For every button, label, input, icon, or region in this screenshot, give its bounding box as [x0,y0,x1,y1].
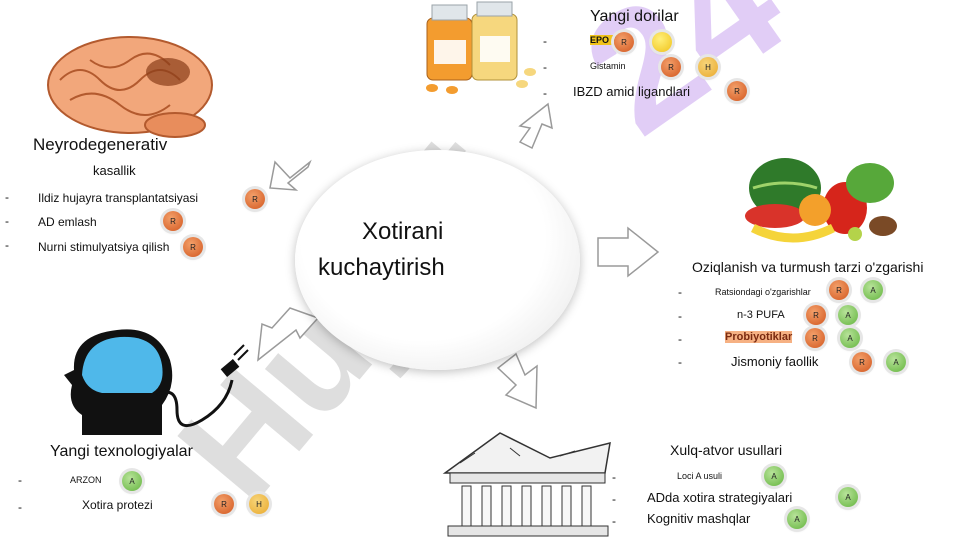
behavior-title: Xulq-atvor usullari [670,442,783,458]
bullet: - [5,190,9,204]
neuro-title-1: Neyrodegenerativ [33,135,168,154]
nutrition-item-1: Ratsiondagi o'zgarishlar [715,287,811,297]
bullet: - [678,285,682,299]
drugs-title: Yangi dorilar [590,8,679,25]
bullet: - [543,34,547,48]
brain-image [47,36,213,138]
nutrition-item-4-badge-r: R [852,352,872,372]
bullet: - [5,238,9,252]
bullet: - [678,309,682,323]
arrow-to-nutrition [597,226,660,278]
neuro-item-1-badge-r: R [245,189,265,209]
tech-item-2-badge-r: R [214,494,234,514]
bullet: - [612,470,616,484]
center-title-line1: Xotirani [362,218,444,245]
nutrition-item-3: Probiyotiklar [725,331,793,343]
fruits-vegetables-image [745,158,897,243]
behavior-item-3-badge-a: A [787,509,807,529]
drugs-item-3-badge-r: R [727,81,747,101]
tech-title: Yangi texnologiyalar [50,443,193,460]
bullet: - [678,355,682,369]
bullet: - [18,500,22,514]
bullet: - [5,214,9,228]
bullet: - [612,514,616,528]
pill-bottles-image [426,1,536,94]
nutrition-title: Oziqlanish va turmush tarzi o'zgarishi [692,259,924,275]
drugs-item-2-badge-h: H [698,57,718,77]
arrow-to-drugs [518,102,553,150]
neuro-title-2: kasallik [93,163,136,178]
drugs-item-3: IBZD amid ligandlari [573,84,691,99]
nutrition-item-2-badge-a: A [838,305,858,325]
arrow-to-neuro [269,159,312,191]
neuro-item-3: Nurni stimulyatsiya qilish [38,240,170,254]
neuro-item-2: AD emlash [38,215,97,229]
nutrition-item-4: Jismoniy faollik [731,354,819,369]
head-plug-image [64,329,249,435]
drugs-item-1-badge [652,32,672,52]
nutrition-item-2: n-3 PUFA [737,309,785,321]
nutrition-item-4-badge-a: A [886,352,906,372]
neuro-item-3-badge-r: R [183,237,203,257]
arrow-to-behavior [496,352,538,410]
neuro-item-1: Ildiz hujayra transplantatsiyasi [38,191,199,205]
bullet: - [612,492,616,506]
nutrition-item-1-badge-r: R [829,280,849,300]
drugs-item-2: Gistamin [590,61,626,71]
bullet: - [678,332,682,346]
bullet: - [18,473,22,487]
tech-item-1: ARZON [70,475,102,485]
behavior-item-2: ADda xotira strategiyalari [647,490,793,505]
behavior-item-3: Kognitiv mashqlar [647,511,751,526]
tech-item-1-badge-a: A [122,471,142,491]
behavior-item-1: Loci A usuli [677,471,723,481]
drugs-item-2-badge-r: R [661,57,681,77]
bullet: - [543,86,547,100]
behavior-item-1-badge-a: A [764,466,784,486]
center-circle [295,150,580,370]
tech-item-2-badge-h: H [249,494,269,514]
drugs-item-1-badge-r: R [614,32,634,52]
bullet: - [543,60,547,74]
neuro-item-2-badge-r: R [163,211,183,231]
drugs-item-1: EPO R H [590,35,628,45]
nutrition-item-2-badge-r: R [806,305,826,325]
nutrition-item-3-badge-a: A [840,328,860,348]
tech-item-2: Xotira protezi [82,498,153,512]
nutrition-item-1-badge-a: A [863,280,883,300]
arrow-to-tech [257,307,320,362]
temple-building-image [442,432,611,537]
center-title-line2: kuchaytirish [318,254,445,281]
behavior-item-2-badge-a: A [838,487,858,507]
nutrition-item-3-badge-r: R [805,328,825,348]
